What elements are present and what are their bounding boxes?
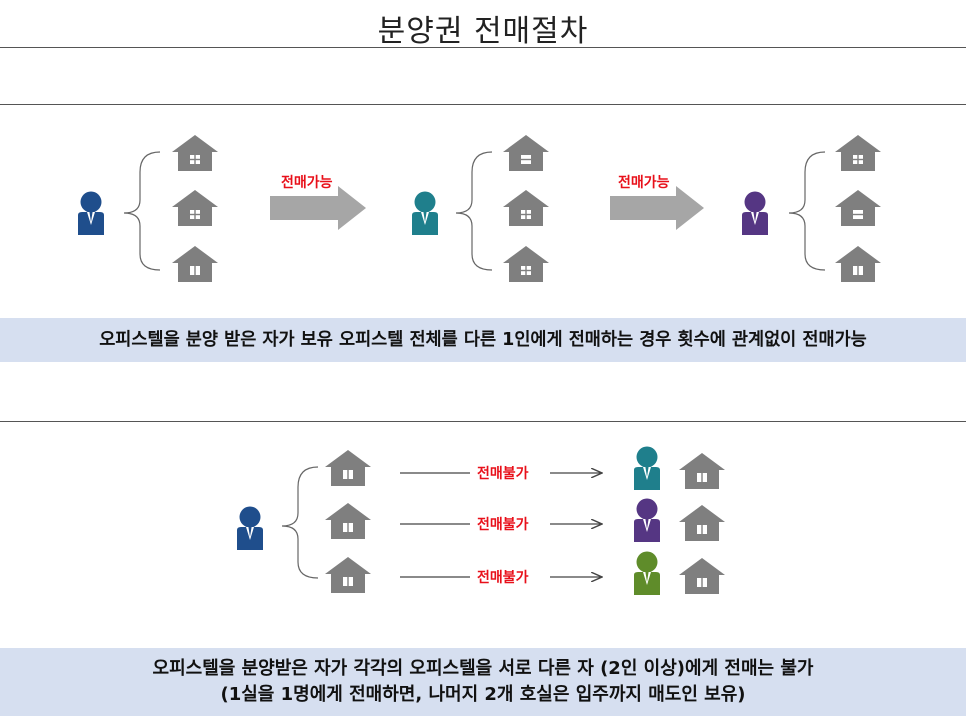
house-icon (171, 189, 219, 227)
transfer-forbidden-label: 전매불가 (477, 570, 529, 586)
buyer-person-icon (634, 446, 660, 490)
transfer-forbidden-label: 전매불가 (477, 517, 529, 533)
house-icon (171, 245, 219, 283)
arrow-right-icon (610, 186, 704, 230)
house-icon (834, 134, 882, 172)
caption-band-top: 오피스텔을 분양 받은 자가 보유 오피스텔 전체를 다른 1인에게 전매하는 … (0, 318, 966, 362)
house-icon (324, 502, 372, 540)
house-icon (324, 556, 372, 594)
buyer-person-icon (742, 191, 768, 235)
brace-icon (788, 151, 826, 271)
caption-text: 오피스텔을 분양 받은 자가 보유 오피스텔 전체를 다른 1인에게 전매하는 … (99, 330, 867, 350)
house-icon (678, 452, 726, 490)
brace-icon (281, 466, 319, 579)
caption-band-bottom: 오피스텔을 분양받은 자가 각각의 오피스텔을 서로 다른 자 (2인 이상)에… (0, 648, 966, 716)
house-icon (678, 504, 726, 542)
divider-section1-top (0, 104, 966, 105)
house-icon (502, 245, 550, 283)
house-icon (834, 189, 882, 227)
buyer-person-icon (634, 498, 660, 542)
caption-line: 오피스텔을 분양받은 자가 각각의 오피스텔을 서로 다른 자 (2인 이상)에… (152, 658, 814, 679)
transfer-allowed-label: 전매가능 (618, 175, 670, 191)
caption-line: (1실을 1명에게 전매하면, 나머지 2개 호실은 입주까지 매도인 보유) (220, 684, 746, 705)
divider-section2-top (0, 421, 966, 422)
house-icon (502, 134, 550, 172)
house-icon (678, 557, 726, 595)
house-icon (324, 449, 372, 487)
buyer-person-icon (412, 191, 438, 235)
seller-person-icon (78, 191, 104, 235)
buyer-person-icon (634, 551, 660, 595)
transfer-allowed-label: 전매가능 (281, 175, 333, 191)
house-icon (502, 189, 550, 227)
transfer-forbidden-label: 전매불가 (477, 466, 529, 482)
divider-top (0, 47, 966, 48)
arrow-right-icon (270, 186, 366, 230)
page-title: 분양권 전매절차 (377, 14, 589, 49)
house-icon (171, 134, 219, 172)
brace-icon (455, 151, 493, 271)
brace-icon (123, 151, 161, 271)
seller-person-icon (237, 506, 263, 550)
house-icon (834, 245, 882, 283)
